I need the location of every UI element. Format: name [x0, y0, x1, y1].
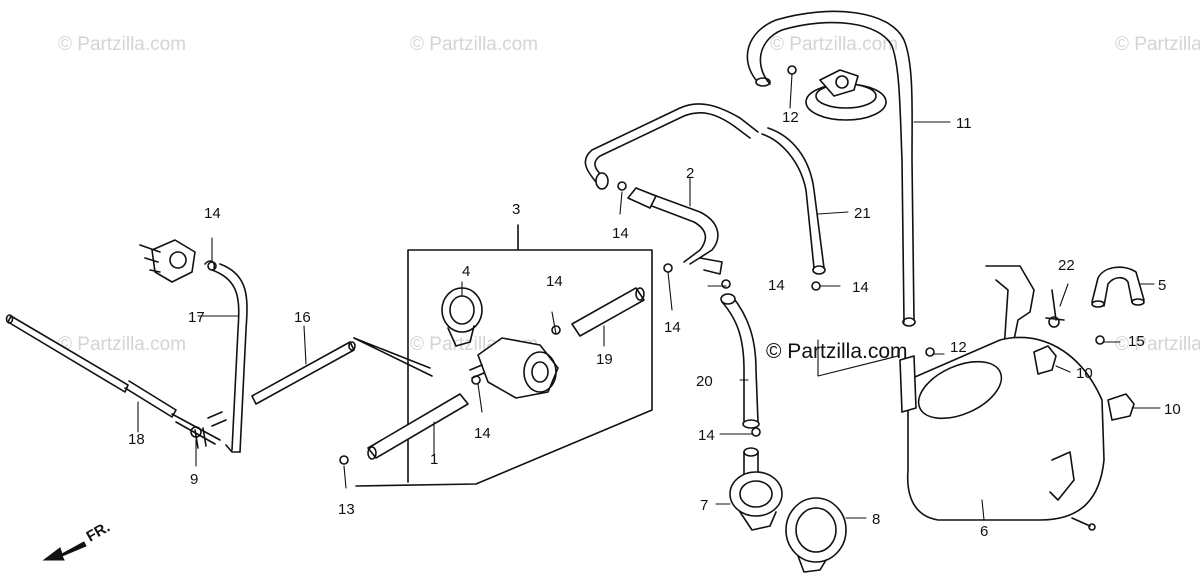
- hose-22: [761, 127, 826, 275]
- solenoid-valve: [469, 337, 559, 399]
- hose-18: [211, 263, 248, 453]
- callout-13: 13: [338, 501, 355, 518]
- center-watermark: © Partzilla.com: [766, 340, 908, 363]
- bolt-23: [1045, 289, 1065, 328]
- callout-22: 21: [854, 205, 871, 222]
- watermark: © Partzilla.com: [1115, 334, 1200, 355]
- hose-11: [746, 10, 916, 327]
- pipe-17: [251, 341, 356, 405]
- joint-pipe-2: [627, 187, 723, 275]
- callout-3: 3: [512, 201, 520, 218]
- leader-lines: [137, 73, 1161, 521]
- watermark: © Partzilla.com: [58, 34, 186, 55]
- watermark: © Partzilla.com: [58, 334, 186, 355]
- ring-8: [785, 497, 847, 573]
- callout-20: 19: [596, 351, 613, 368]
- pipe-1: [367, 393, 469, 460]
- pipe-19: [5, 314, 177, 418]
- callout-1: 1: [430, 451, 438, 468]
- callout-18: 17: [188, 309, 205, 326]
- clamps: [207, 65, 1105, 465]
- callout-21: 20: [696, 373, 713, 390]
- valve-15: [139, 239, 216, 283]
- callout-12a: 12: [782, 109, 799, 126]
- clip-10-lower: [1107, 393, 1135, 421]
- callout-14d: 14: [474, 425, 491, 442]
- callout-14b: 14: [546, 273, 563, 290]
- callout-14e: 14: [768, 277, 785, 294]
- callout-14a: 14: [612, 225, 629, 242]
- callout-14f: 14: [852, 279, 869, 296]
- callout-10a: 10: [1076, 365, 1093, 382]
- pipe-20: [571, 287, 645, 337]
- callout-4: 4: [462, 263, 470, 280]
- watermark: © Partzilla.com: [1115, 34, 1200, 55]
- direction-label: FR.: [84, 519, 113, 546]
- callout-12b: 12: [950, 339, 967, 356]
- tee-joint-9: [171, 411, 227, 449]
- watermark: © Partzilla.com: [410, 34, 538, 55]
- callout-16: 15: [1128, 333, 1145, 350]
- valve-7: [729, 447, 783, 531]
- assembly-3-outline: [353, 224, 653, 487]
- hose-21: [720, 293, 760, 429]
- callout-19: 18: [128, 431, 145, 448]
- callout-11: 11: [956, 115, 972, 132]
- callout-14c: 14: [664, 319, 681, 336]
- canister-6: [899, 265, 1105, 531]
- callout-6: 6: [980, 523, 988, 540]
- upper-hose: [584, 103, 759, 190]
- callout-14g: 14: [698, 427, 715, 444]
- callout-7: 7: [700, 497, 708, 514]
- callout-15: 14: [204, 205, 221, 222]
- hose-5: [1091, 266, 1145, 308]
- callout-10b: 10: [1164, 401, 1181, 418]
- callout-9: 9: [190, 471, 198, 488]
- watermark: © Partzilla.com: [770, 34, 898, 55]
- front-direction-arrow: FR.: [42, 519, 113, 561]
- callout-17: 16: [294, 309, 311, 326]
- callout-8: 8: [872, 511, 880, 528]
- callout-2: 2: [686, 165, 694, 182]
- callout-5: 5: [1158, 277, 1166, 294]
- ring-4: [441, 287, 483, 347]
- callout-labels: 1 2 3 4 5 6 7 8 9 10 10 11 12 12 13 14 1…: [128, 109, 1181, 540]
- callout-23: 22: [1058, 257, 1075, 274]
- clip-10-upper: [1033, 345, 1057, 375]
- top-cap: [805, 69, 887, 121]
